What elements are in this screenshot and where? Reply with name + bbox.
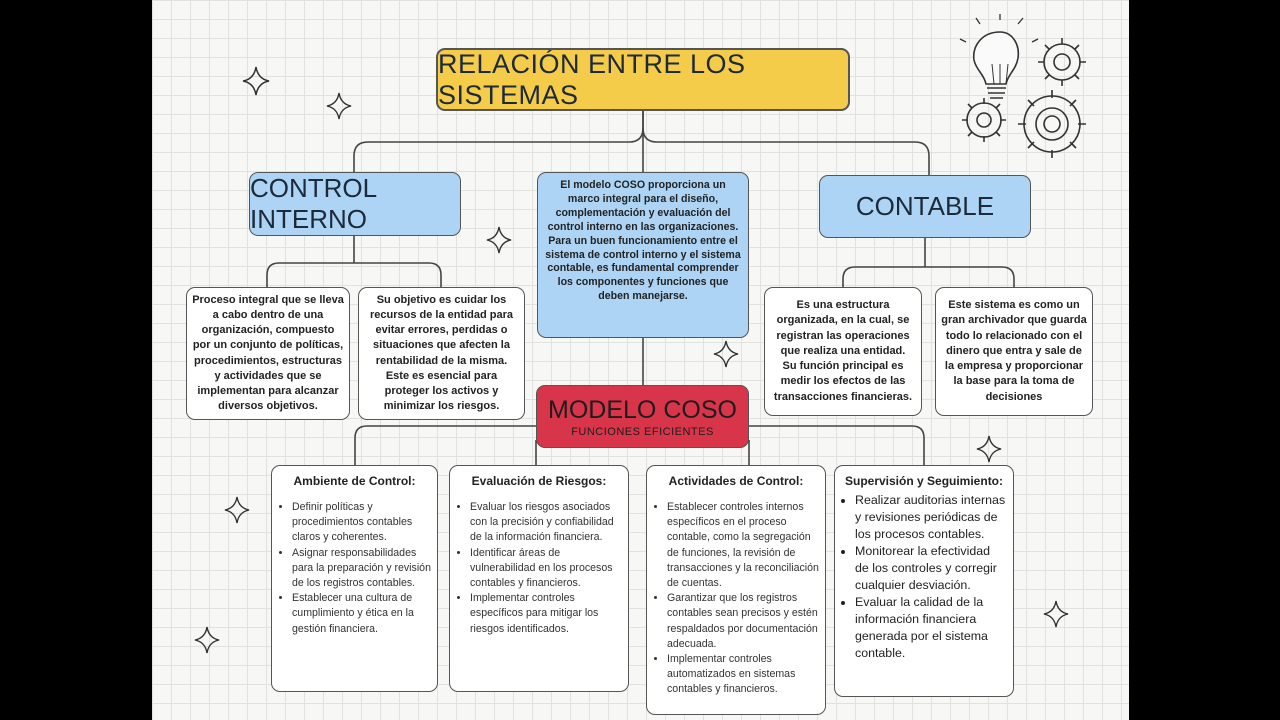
gear-icon [962,98,1006,142]
sparkle-icon [1043,598,1069,630]
contable-archive-description: Este sistema es como un gran archivador … [935,287,1093,416]
modelo-coso-node: MODELO COSO FUNCIONES EFICIENTES [536,385,749,448]
gear-icon [1018,90,1086,158]
list-item: Establecer controles internos específico… [667,500,819,591]
sparkle-icon [486,225,512,255]
component-ambiente-control: Ambiente de Control: Definir políticas y… [271,465,438,692]
sparkle-icon [224,494,250,526]
list-item: Monitorear la efectividad de los control… [855,543,1007,594]
connector-title-co [643,128,929,175]
coso-description-box: El modelo COSO proporciona un marco inte… [537,172,749,338]
component-evaluacion-riesgos: Evaluación de Riesgos: Evaluar los riesg… [449,465,629,692]
main-title: RELACIÓN ENTRE LOS SISTEMAS [438,49,848,111]
list-item: Establecer una cultura de cumplimiento y… [292,591,431,637]
contable-label: CONTABLE [856,191,994,222]
sparkle-icon [713,340,739,368]
connector-title-ci [354,111,643,172]
list-item: Garantizar que los registros contables s… [667,591,819,652]
lightbulb-icon [960,14,1038,98]
contable-definition-text-2: Su función principal es medir los efecto… [774,360,912,402]
contable-definition-text: Es una estructura organizada, en la cual… [776,299,909,357]
list-item: Realizar auditorias internas y revisione… [855,492,1007,543]
sparkle-icon [242,66,270,96]
list-item: Definir políticas y procedimientos conta… [292,500,431,546]
list-item: Evaluar los riesgos asociados con la pre… [470,500,622,546]
modelo-coso-label: MODELO COSO [548,396,737,424]
list-item: Implementar controles específicos para m… [470,591,622,637]
control-interno-objective-text-2: Este es esencial para proteger los activ… [384,370,500,412]
control-interno-definition: Proceso integral que se lleva a cabo den… [186,287,350,420]
component-title: Supervisión y Seguimiento: [841,474,1007,488]
main-title-box: RELACIÓN ENTRE LOS SISTEMAS [436,48,850,111]
sparkle-icon [976,434,1002,464]
list-item: Implementar controles automatizados en s… [667,652,819,698]
contable-node: CONTABLE [819,175,1031,238]
control-interno-objective: Su objetivo es cuidar los recursos de la… [358,287,525,420]
list-item: Evaluar la calidad de la información fin… [855,594,1007,662]
component-title: Ambiente de Control: [278,474,431,488]
component-title: Evaluación de Riesgos: [456,474,622,488]
component-supervision-seguimiento: Supervisión y Seguimiento: Realizar audi… [834,465,1014,697]
component-title: Actividades de Control: [653,474,819,488]
list-item: Identificar áreas de vulnerabilidad en l… [470,546,622,592]
coso-description-text: El modelo COSO proporciona un marco inte… [543,179,743,304]
gear-icon [1038,38,1086,86]
control-interno-objective-text: Su objetivo es cuidar los recursos de la… [370,294,513,367]
contable-archive-text: Este sistema es como un gran archivador … [941,298,1087,404]
control-interno-label: CONTROL INTERNO [250,173,460,235]
mind-map-canvas: RELACIÓN ENTRE LOS SISTEMAS CONTROL INTE… [152,0,1129,720]
modelo-coso-sublabel: FUNCIONES EFICIENTES [571,426,714,438]
control-interno-node: CONTROL INTERNO [249,172,461,236]
control-interno-definition-text: Proceso integral que se lleva a cabo den… [192,293,344,415]
lightbulb-gears-illustration [952,12,1102,172]
contable-definition: Es una estructura organizada, en la cual… [764,287,922,416]
sparkle-icon [326,92,352,120]
sparkle-icon [194,624,220,656]
component-actividades-control: Actividades de Control: Establecer contr… [646,465,826,715]
list-item: Asignar responsabilidades para la prepar… [292,546,431,592]
